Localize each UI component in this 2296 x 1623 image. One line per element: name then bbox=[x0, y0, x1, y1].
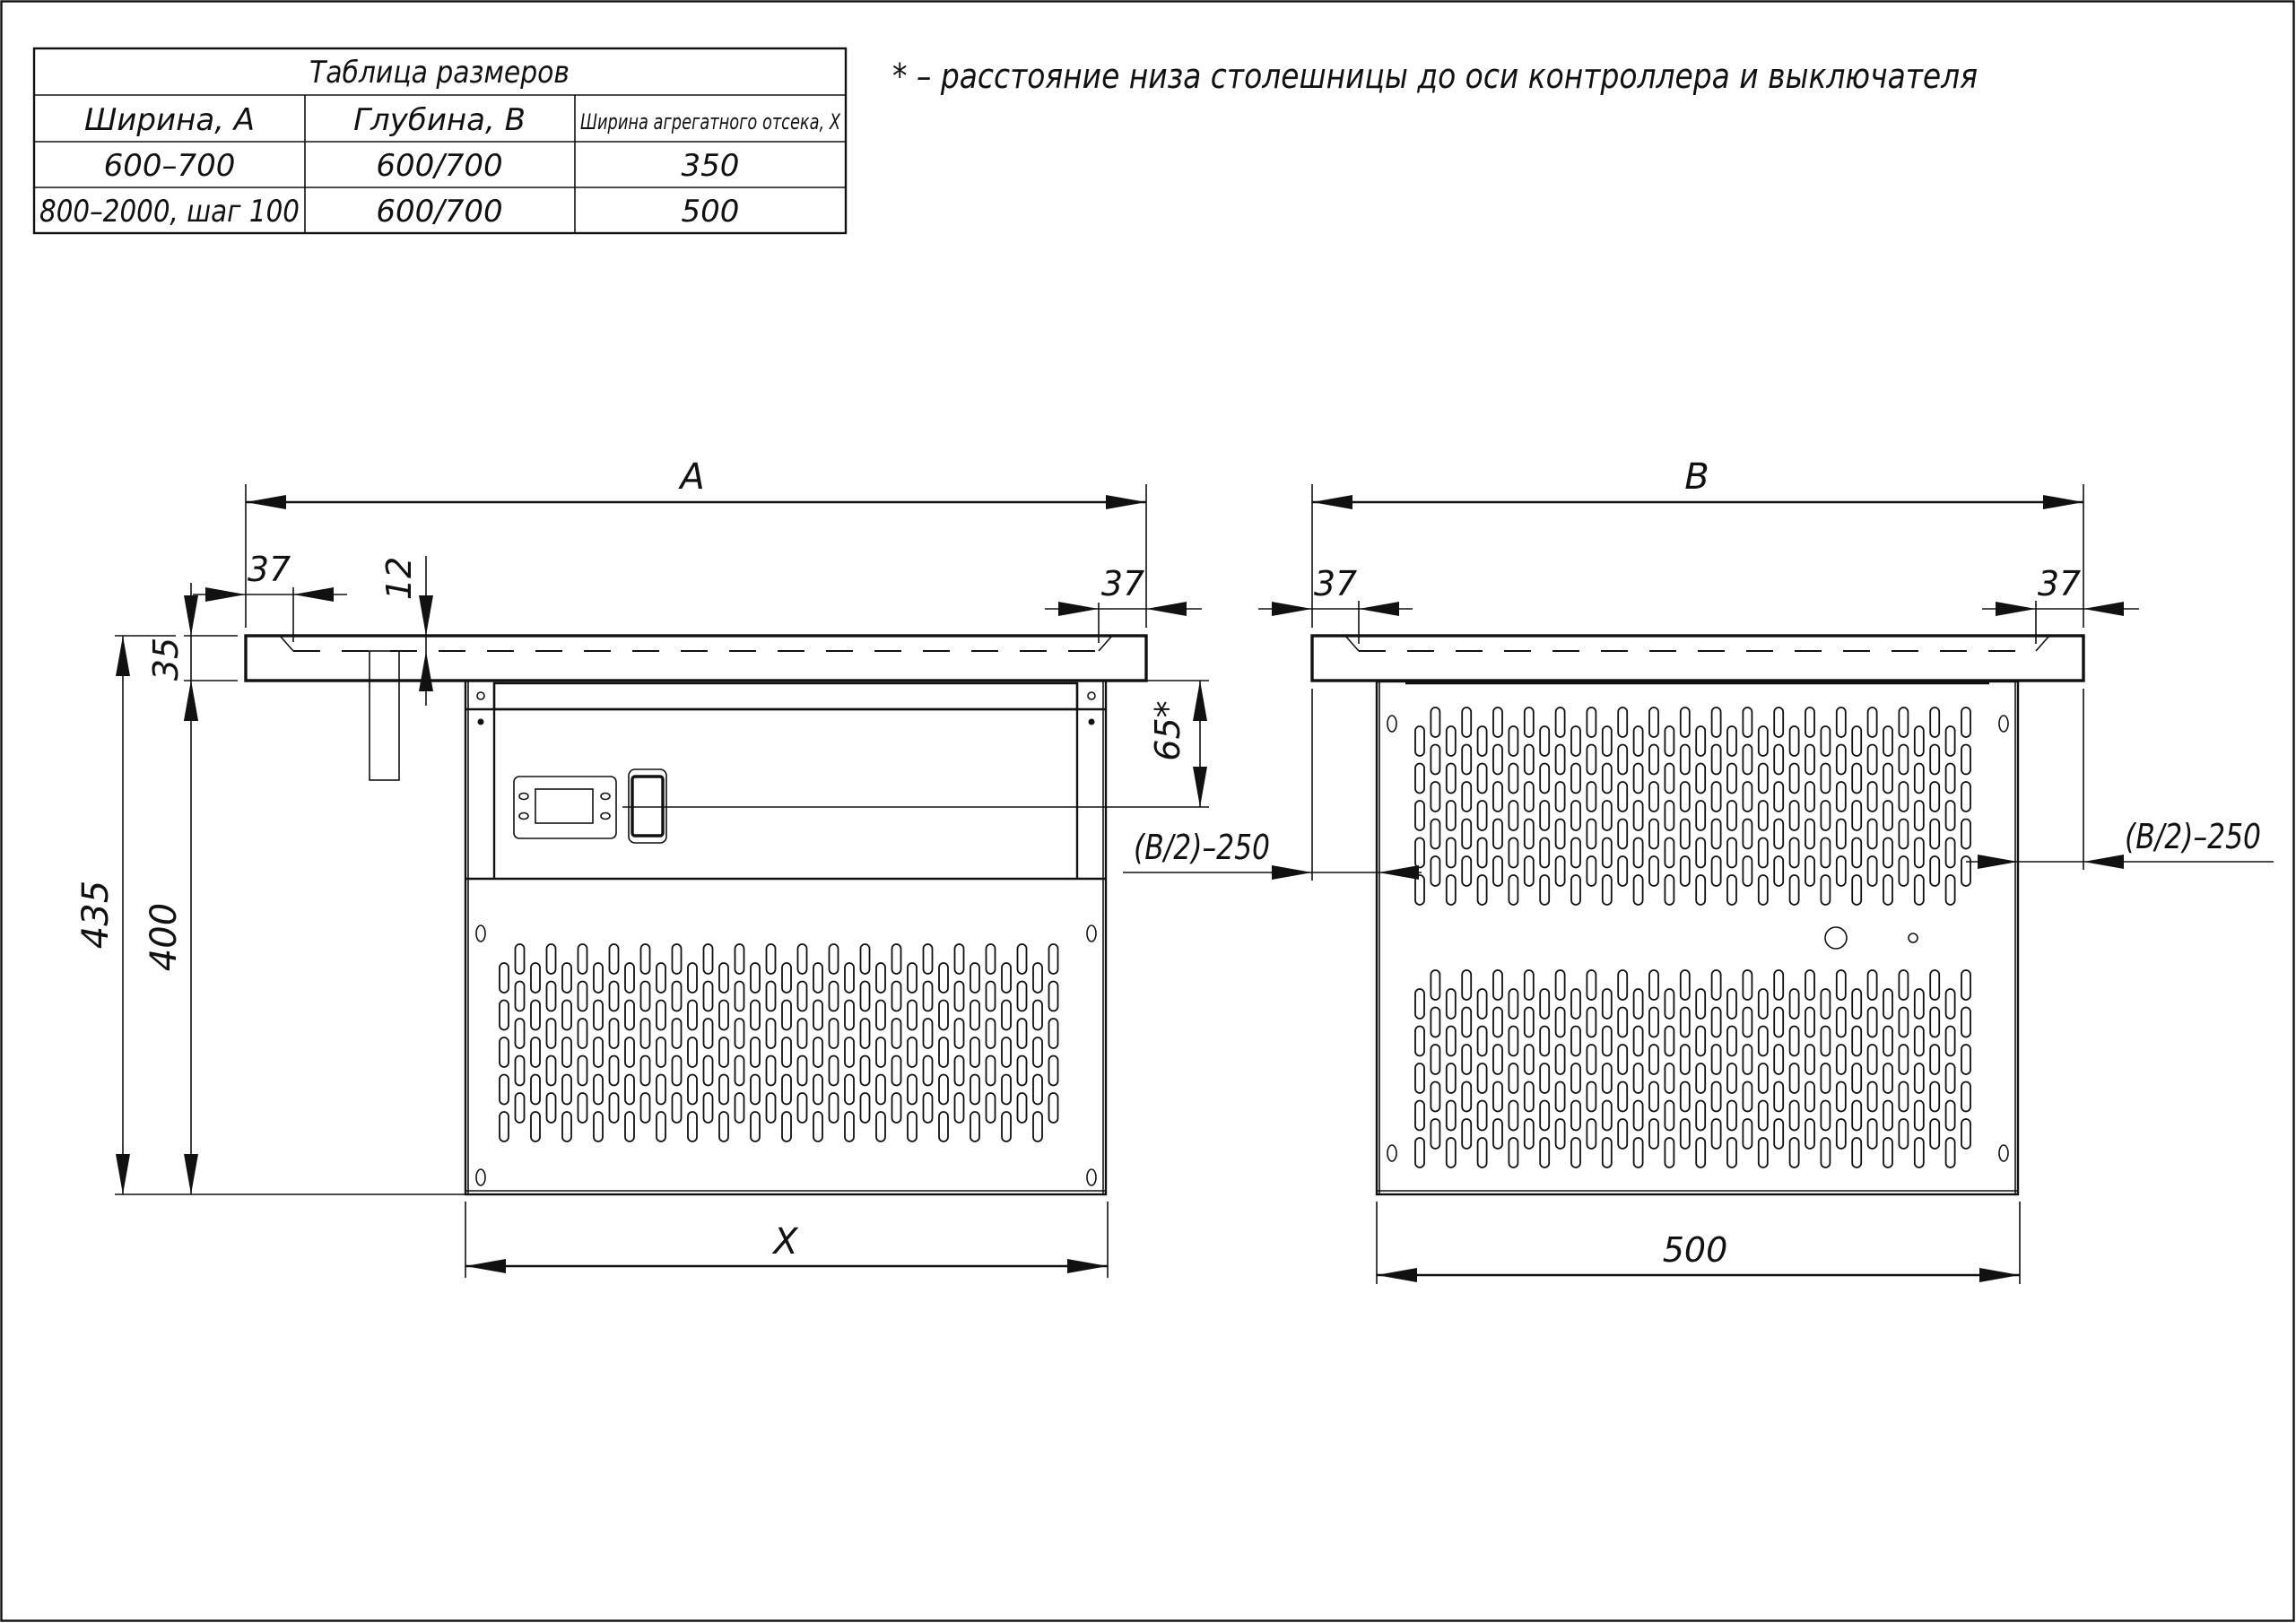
cable-hole-small bbox=[1908, 933, 1918, 943]
table-header-compartment: Ширина агрегатного отсека, X bbox=[580, 109, 840, 135]
power-switch bbox=[628, 768, 667, 844]
table-header-width: Ширина, А bbox=[84, 102, 255, 138]
dim-65-star: 65* bbox=[1148, 700, 1187, 760]
dim-right-inset: (B/2)–250 bbox=[2125, 817, 2261, 856]
footnote: * – расстояние низа столешницы до оси ко… bbox=[892, 56, 1978, 96]
table-cell: 600/700 bbox=[376, 194, 502, 230]
size-table: Таблица размеров Ширина, А Глубина, В Ши… bbox=[32, 47, 848, 235]
ventilation-grill-front bbox=[499, 943, 1059, 1142]
table-cell: 600/700 bbox=[376, 148, 502, 184]
dim-435: 435 bbox=[75, 881, 117, 949]
table-cell: 600–700 bbox=[104, 148, 236, 184]
controller-display bbox=[513, 776, 617, 839]
condensing-unit-side bbox=[1375, 680, 2020, 1196]
table-cell: 500 bbox=[682, 194, 740, 230]
dim-12: 12 bbox=[379, 557, 419, 600]
table-title: Таблица размеров bbox=[309, 55, 570, 91]
front-view: A 37 37 12 35 bbox=[75, 456, 1209, 1278]
side-view: B 37 37 bbox=[1123, 456, 2274, 1284]
dim-B: B bbox=[1684, 456, 1709, 498]
dim-left-37: 37 bbox=[248, 550, 291, 589]
dim-left-inset: (B/2)–250 bbox=[1134, 828, 1270, 867]
dim-A: A bbox=[677, 456, 704, 498]
dim-side-right-37: 37 bbox=[2038, 564, 2081, 603]
dim-side-left-37: 37 bbox=[1314, 564, 1357, 603]
dim-400: 400 bbox=[144, 903, 185, 971]
dim-X: X bbox=[771, 1221, 799, 1263]
ventilation-grill-side-lower bbox=[1414, 969, 1971, 1168]
table-cell: 800–2000, шаг 100 bbox=[39, 194, 300, 230]
ventilation-grill-side-upper bbox=[1414, 707, 1971, 906]
table-header-depth: Глубина, В bbox=[353, 102, 526, 138]
condensing-unit-front bbox=[464, 679, 1108, 1196]
table-cell: 350 bbox=[682, 148, 740, 184]
dim-right-37: 37 bbox=[1101, 564, 1144, 603]
dim-35: 35 bbox=[146, 638, 186, 681]
cable-hole-large bbox=[1824, 926, 1848, 950]
dim-500: 500 bbox=[1663, 1230, 1728, 1270]
